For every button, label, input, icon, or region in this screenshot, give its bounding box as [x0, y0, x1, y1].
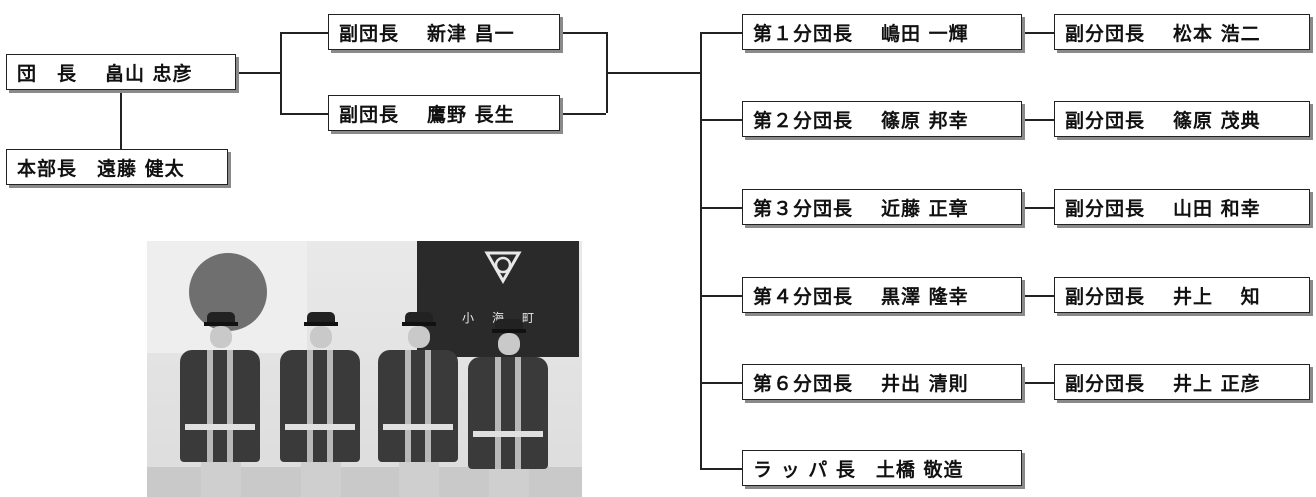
role-label: 副分団長	[1065, 22, 1146, 45]
vice-head-box: 副団長 新津 昌一	[328, 14, 560, 50]
connector	[280, 32, 328, 34]
person-name: 松本 浩二	[1173, 22, 1261, 45]
role-label: ラ ッ パ 長	[753, 458, 856, 481]
person-name: 山田 和幸	[1173, 197, 1261, 220]
person-name: 井上 知	[1173, 285, 1261, 308]
person-name: 嶋田 一輝	[881, 22, 969, 45]
connector	[560, 32, 606, 34]
connector	[1022, 207, 1054, 209]
connector	[700, 468, 742, 470]
connector	[700, 382, 742, 384]
person-name: 井上 正彦	[1173, 372, 1261, 395]
role-label: 副分団長	[1065, 372, 1146, 395]
role-label: 第１分団長	[753, 22, 854, 45]
role-label: 副分団長	[1065, 197, 1146, 220]
person-figure	[177, 312, 263, 497]
connector	[700, 295, 742, 297]
connector	[280, 113, 328, 115]
division-box: 第６分団長 井出 清則	[742, 364, 1022, 400]
group-photo: 小海町	[147, 241, 582, 497]
person-name: 新津 昌一	[427, 22, 515, 45]
connector	[560, 113, 606, 115]
vice-division-box: 副分団長 篠原 茂典	[1054, 101, 1310, 137]
role-label: 第２分団長	[753, 109, 854, 132]
connector	[1022, 382, 1054, 384]
connector	[1022, 119, 1054, 121]
role-label: 副分団長	[1065, 285, 1146, 308]
person-name: 篠原 茂典	[1173, 109, 1261, 132]
person-name: 畠山 忠彦	[105, 62, 193, 85]
connector	[120, 90, 122, 172]
role-label: 第４分団長	[753, 285, 854, 308]
person-name: 井出 清則	[881, 372, 969, 395]
bugle-box: ラ ッ パ 長 土橋 敬造	[742, 450, 1022, 486]
role-label: 第６分団長	[753, 372, 854, 395]
connector	[700, 32, 702, 468]
role-label: 副団長	[339, 22, 400, 45]
person-name: 近藤 正章	[881, 197, 969, 220]
division-box: 第２分団長 篠原 邦幸	[742, 101, 1022, 137]
role-label: 本部長	[17, 157, 78, 180]
person-figure	[277, 312, 363, 497]
role-label: 第３分団長	[753, 197, 854, 220]
hq-box: 本部長 遠藤 健太	[6, 149, 228, 185]
role-label: 団 長	[17, 62, 78, 85]
division-box: 第４分団長 黒澤 隆幸	[742, 277, 1022, 313]
vice-division-box: 副分団長 松本 浩二	[1054, 14, 1310, 50]
person-figure	[465, 319, 551, 497]
person-figure	[375, 312, 461, 497]
division-box: 第３分団長 近藤 正章	[742, 189, 1022, 225]
vice-division-box: 副分団長 井上 知	[1054, 277, 1310, 313]
person-name: 遠藤 健太	[97, 157, 185, 180]
vice-division-box: 副分団長 井上 正彦	[1054, 364, 1310, 400]
connector	[700, 119, 742, 121]
role-label: 副分団長	[1065, 109, 1146, 132]
connector	[1022, 32, 1054, 34]
head-box: 団 長 畠山 忠彦	[6, 54, 236, 90]
role-label: 副団長	[339, 103, 400, 126]
person-name: 篠原 邦幸	[881, 109, 969, 132]
connector	[700, 207, 742, 209]
connector	[700, 32, 742, 34]
connector	[1022, 295, 1054, 297]
connector	[236, 72, 280, 74]
connector	[606, 72, 700, 74]
division-box: 第１分団長 嶋田 一輝	[742, 14, 1022, 50]
person-name: 黒澤 隆幸	[881, 285, 969, 308]
connector	[280, 32, 282, 113]
person-name: 鷹野 長生	[427, 103, 515, 126]
vice-division-box: 副分団長 山田 和幸	[1054, 189, 1310, 225]
person-name: 土橋 敬造	[875, 458, 964, 481]
emblem-icon	[484, 251, 522, 285]
vice-head-box: 副団長 鷹野 長生	[328, 95, 560, 131]
